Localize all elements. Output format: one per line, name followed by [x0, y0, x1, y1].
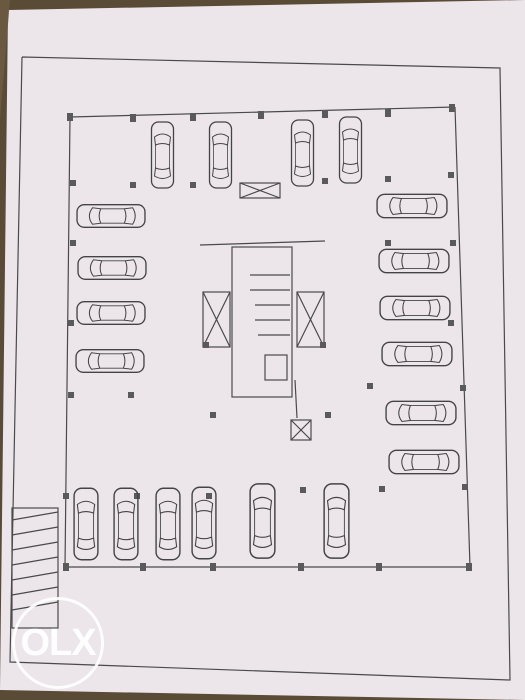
outer-border [9, 56, 511, 681]
olx-watermark-logo: OLX [12, 597, 104, 689]
building-wall-left [64, 116, 71, 568]
columns [63, 104, 472, 571]
stair-core [199, 240, 326, 441]
building-wall-right [454, 106, 471, 568]
olx-watermark-text: OLX [20, 621, 96, 664]
